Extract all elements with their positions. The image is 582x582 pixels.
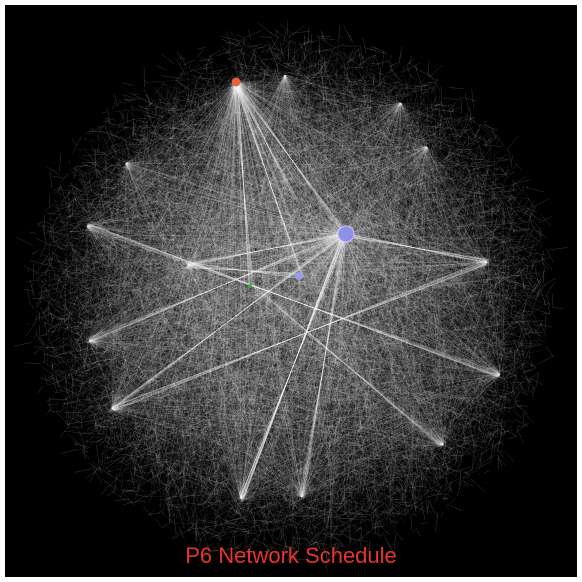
hub-edge-fan [84,74,507,524]
hub-edge-fan [60,81,504,514]
network-graph [5,5,577,577]
hub-edge-fan [78,72,521,526]
hub-edge-fan [67,64,519,521]
hub-edge-fan [64,70,519,518]
hub-edge-fan [68,69,514,516]
small-blue-node [295,272,303,280]
hub-edge-fan [61,68,512,526]
edge-layer [13,19,568,572]
large-blue-node [337,225,355,243]
graph-caption: P6 Network Schedule [185,543,397,568]
orange-node [231,77,241,87]
hub-edge-fan [74,68,520,521]
green-node [248,284,252,288]
edge-bundles [85,79,502,503]
hub-edge-fan [63,93,517,509]
hub-edge-fan [66,70,519,514]
hub-edge-fan [65,69,519,525]
graph-background [5,5,577,577]
node-layer [231,77,355,288]
edge-texture [13,19,568,572]
hub-edge-fan [61,67,521,526]
hub-edge-fan [63,72,523,508]
hub-edge-fan [63,70,502,515]
edge-mesh [34,40,547,555]
hub-edge-fan [67,82,510,515]
network-graph-frame [5,5,577,577]
